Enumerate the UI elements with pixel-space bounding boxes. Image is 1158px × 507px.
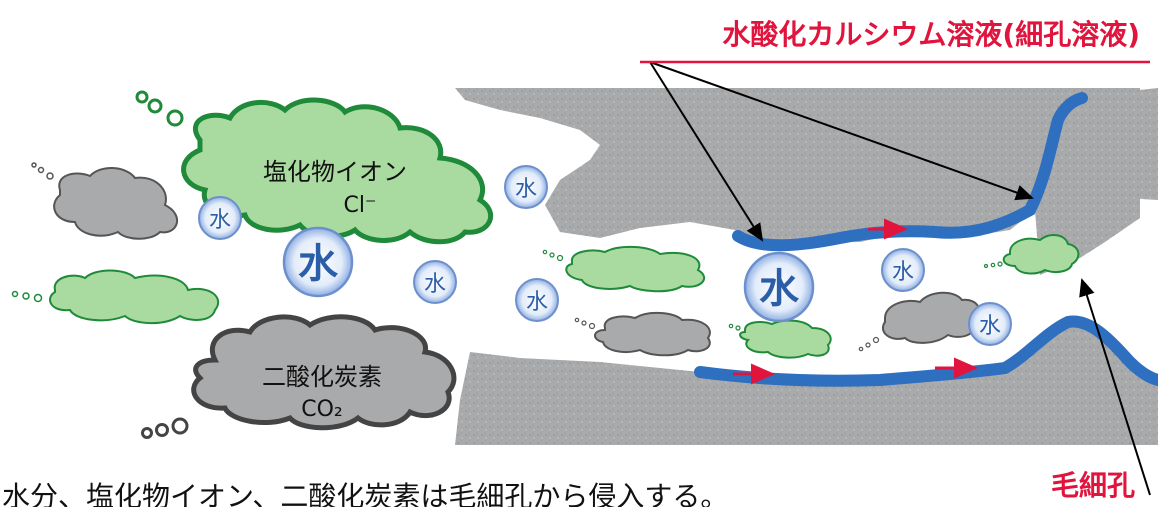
pore-solution-lower (694, 315, 1158, 387)
chloride-label-line2: Cl⁻ (343, 193, 376, 218)
chloride-cloud-pore-1 (542, 246, 705, 293)
chloride-ion-cloud (135, 90, 494, 245)
water-bubble-2 (282, 226, 354, 298)
water-label-6: 水 (759, 266, 800, 312)
water-bubble-3 (504, 165, 548, 209)
water-label-7: 水 (892, 260, 914, 285)
caption-text: 水分、塩化物イオン、二酸化炭素は毛細孔から侵入する。 (2, 480, 728, 507)
water-label-8: 水 (979, 314, 1001, 339)
water-label-5: 水 (526, 290, 548, 315)
co2-cloud-pore-2 (858, 291, 981, 352)
chloride-label-line1: 塩化物イオン (263, 158, 407, 186)
water-bubble-5 (515, 278, 559, 322)
water-bubble-4 (413, 260, 457, 304)
leader-line-2 (649, 61, 1034, 201)
concrete-upper-right (1093, 88, 1158, 200)
water-label-2: 水 (298, 241, 339, 287)
co2-cloud-pore-1 (574, 312, 711, 357)
capillary-pore-label: 毛細孔 (1051, 469, 1135, 502)
chloride-cloud-small-left (11, 269, 220, 325)
chloride-cloud-pore-3 (983, 234, 1080, 275)
pore-solution-upper (732, 92, 1088, 252)
water-label-4: 水 (424, 272, 446, 297)
water-bubble-8 (968, 302, 1012, 346)
water-label-3: 水 (515, 177, 537, 202)
water-bubble-7 (881, 248, 925, 292)
water-bubble-1 (198, 196, 242, 240)
water-label-1: 水 (209, 208, 231, 233)
leader-line-capillary (1079, 278, 1151, 496)
chloride-cloud-pore-2 (728, 319, 832, 359)
co2-label-line2: CO₂ (301, 397, 343, 422)
co2-label-line1: 二酸化炭素 (262, 363, 382, 391)
leader-line-1 (649, 61, 764, 242)
water-bubble-6 (743, 251, 815, 323)
co2-cloud-small-left (31, 162, 178, 240)
co2-cloud (141, 314, 457, 439)
pore-solution-title: 水酸化カルシウム溶液(細孔溶液) (722, 18, 1140, 51)
